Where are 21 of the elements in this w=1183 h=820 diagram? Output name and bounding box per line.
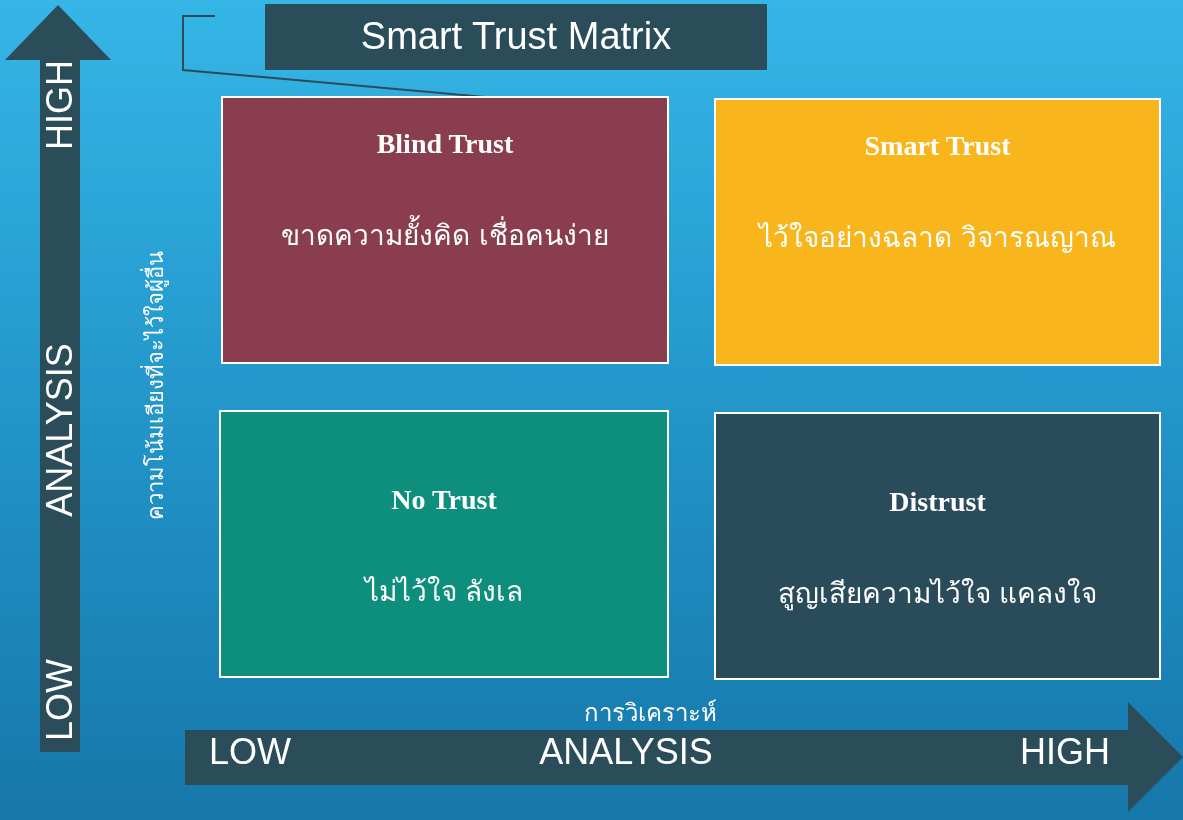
axis-end-label: HIGH [39,60,81,150]
quadrant-box [714,98,1161,366]
quadrant-heading: Distrust [888,486,987,518]
axis-caption: การวิเคราะห์ [583,697,717,729]
axis-title: ANALYSIS [39,343,81,517]
quadrant-heading: No Trust [390,484,498,516]
quadrant-box [221,96,669,364]
quadrant-description: ขาดความยั้งคิด เชื่อคนง่าย [223,213,667,257]
quadrant-heading: Smart Trust [863,130,1012,162]
quadrant-description: สูญเสียความไว้ใจ แคลงใจ [776,576,1099,613]
quadrant-heading: Blind Trust [375,128,515,160]
quadrant-box [219,410,669,678]
axis-caption: ความโน้มเอียงที่จะไว้ใจผู้อื่น [139,250,170,520]
axis-title: ANALYSIS [539,731,713,773]
quadrant-description: ไม่ไว้ใจ ลังเล [362,574,525,610]
axis-end-label: LOW [39,659,81,741]
axis-end-label: HIGH [1020,731,1110,773]
quadrant-description: ไว้ใจอย่างฉลาด วิจารณญาณ [756,220,1117,256]
quadrant-box [714,412,1161,680]
axis-end-label: LOW [209,731,291,773]
title-banner: Smart Trust Matrix [265,4,767,70]
